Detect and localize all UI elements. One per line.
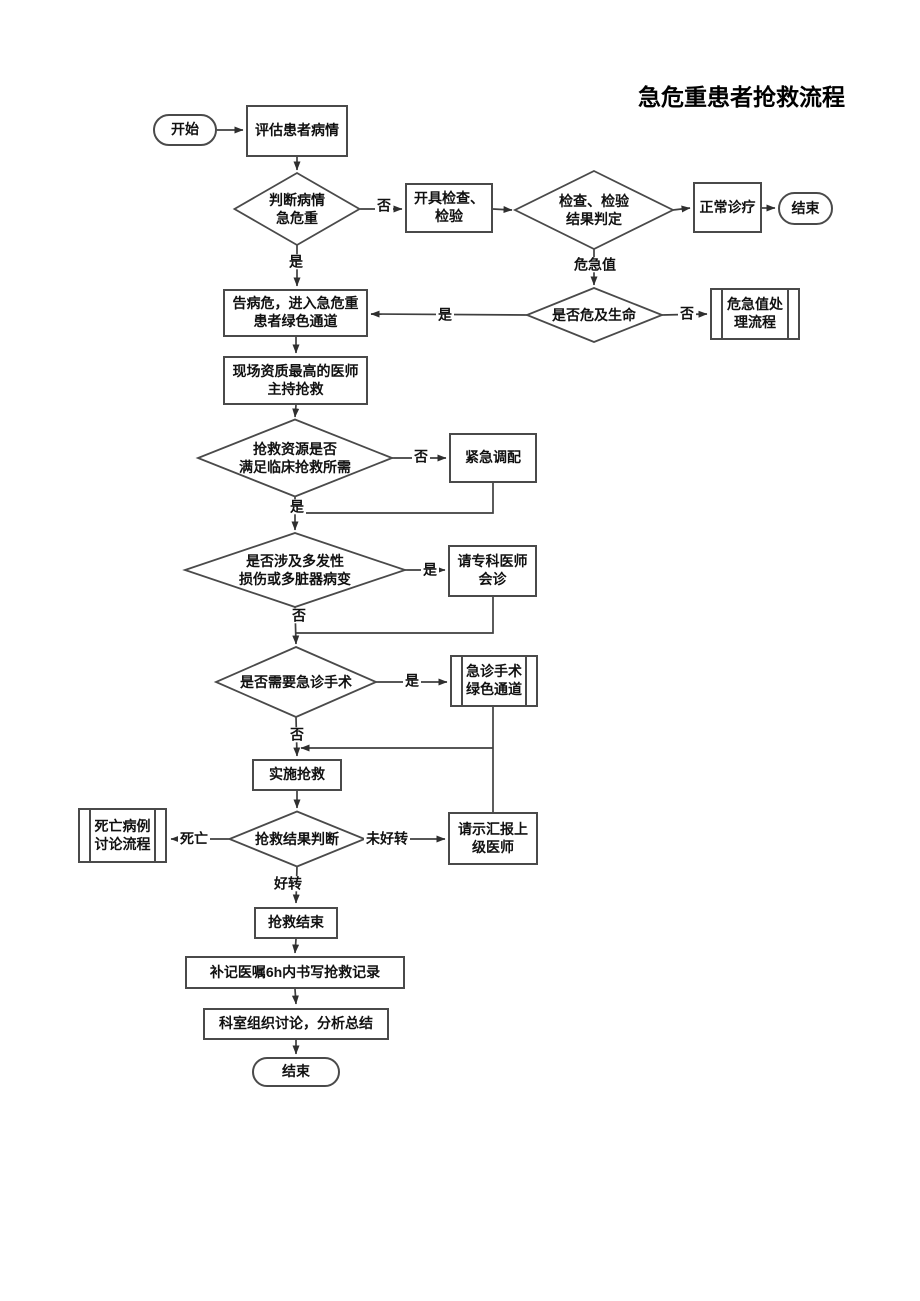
- diamond-result-judge-shape: [512, 169, 676, 251]
- node-perform-rescue-label: 实施抢救: [269, 766, 325, 783]
- edge-label-not-improved: 未好转: [364, 830, 410, 847]
- predef-bar-left: [461, 657, 463, 705]
- edge-record-discuss: [291, 988, 299, 1005]
- node-chief-doctor: 现场资质最高的医师 主持抢救: [223, 356, 368, 405]
- edge-label-resource-yes: 是: [288, 498, 306, 515]
- node-end-top: 结束: [778, 192, 833, 225]
- node-start-label: 开始: [171, 121, 199, 138]
- edge-label-severity-no: 否: [375, 197, 393, 214]
- predef-bar-right: [525, 657, 527, 705]
- edge-label-multi-no: 否: [290, 607, 308, 624]
- node-multi-check: 是否涉及多发性 损伤或多脏器病变: [239, 552, 351, 587]
- edge-label-surgery-yes: 是: [403, 672, 421, 689]
- node-green-channel: 告病危，进入急危重 患者绿色通道: [223, 289, 368, 337]
- edge-label-severity-yes: 是: [287, 253, 305, 270]
- node-department-discussion-label: 科室组织讨论，分析总结: [219, 1015, 373, 1032]
- edge-order-resultjudge: [492, 206, 513, 214]
- node-rescue-end-label: 抢救结束: [268, 914, 324, 931]
- node-end-bottom: 结束: [252, 1057, 340, 1087]
- node-resource-check: 抢救资源是否 满足临床抢救所需: [239, 440, 351, 475]
- diamond-resource-check-shape: [195, 418, 395, 498]
- edge-rescueend-record: [292, 938, 300, 954]
- node-emergency-dispatch-label: 紧急调配: [465, 449, 521, 466]
- node-green-channel-label: 告病危，进入急危重 患者绿色通道: [232, 295, 359, 329]
- node-surgery-green-channel: 急诊手术 绿色通道: [450, 655, 538, 707]
- predef-bar-left: [721, 290, 723, 338]
- node-critical-value-process-label: 危急值处 理流程: [727, 296, 783, 330]
- edge-chief-resource: [292, 404, 300, 418]
- node-report-senior-label: 请示汇报上 级医师: [458, 820, 528, 855]
- node-department-discussion: 科室组织讨论，分析总结: [203, 1008, 389, 1040]
- node-death-case-process: 死亡病例 讨论流程: [78, 808, 167, 863]
- diamond-surgery-check-shape: [213, 646, 379, 718]
- page-title: 急危重患者抢救流程: [638, 84, 845, 110]
- node-record-orders-label: 补记医嘱6h内书写抢救记录: [209, 963, 381, 980]
- predef-bar-right: [787, 290, 789, 338]
- edge-label-surgery-no: 否: [288, 726, 306, 743]
- node-result-check: 抢救结果判断: [255, 830, 339, 847]
- node-judge-severity: 判断病情 急危重: [269, 191, 325, 226]
- edge-label-critical-value: 危急值: [572, 256, 618, 273]
- node-rescue-end: 抢救结束: [254, 907, 338, 939]
- edge-label-death: 死亡: [178, 830, 210, 847]
- diamond-multi-check-shape: [182, 532, 408, 608]
- node-end-bottom-label: 结束: [282, 1063, 310, 1080]
- node-order-tests: 开具检查、 检验: [405, 183, 493, 233]
- diamond-life-threat-shape: [524, 287, 665, 343]
- node-assess-patient: 评估患者病情: [246, 105, 348, 157]
- node-chief-doctor-label: 现场资质最高的医师 主持抢救: [232, 362, 359, 397]
- diamond-judge-severity-shape: [232, 171, 362, 247]
- edge-consult-merge: [296, 597, 494, 634]
- node-normal-care-label: 正常诊疗: [699, 198, 756, 215]
- node-death-case-process-label: 死亡病例 讨论流程: [94, 817, 151, 852]
- diamond-result-check-shape: [227, 810, 367, 868]
- edge-label-life-yes: 是: [436, 306, 454, 323]
- node-critical-value-process: 危急值处 理流程: [710, 288, 800, 340]
- node-specialist-consult-label: 请专科医师 会诊: [457, 553, 528, 587]
- node-normal-care: 正常诊疗: [693, 182, 762, 233]
- predef-bar-right: [154, 810, 156, 861]
- node-record-orders: 补记医嘱6h内书写抢救记录: [185, 956, 405, 989]
- predef-bar-left: [89, 810, 91, 861]
- node-specialist-consult: 请专科医师 会诊: [448, 545, 537, 597]
- node-end-top-label: 结束: [791, 199, 820, 216]
- node-surgery-green-channel-label: 急诊手术 绿色通道: [466, 663, 522, 697]
- edge-dispatch-merge: [295, 483, 494, 514]
- node-perform-rescue: 实施抢救: [252, 759, 342, 791]
- node-start: 开始: [153, 114, 217, 146]
- node-assess-label: 评估患者病情: [255, 122, 339, 139]
- node-life-threat-check: 是否危及生命: [552, 306, 636, 323]
- edge-resultjudge-normal: [672, 205, 691, 213]
- edge-label-life-no: 否: [678, 305, 696, 322]
- edge-label-multi-yes: 是: [421, 561, 439, 578]
- node-order-tests-label: 开具检查、 检验: [414, 190, 484, 224]
- edge-label-improved: 好转: [272, 875, 304, 892]
- node-surgery-check: 是否需要急诊手术: [240, 673, 352, 690]
- node-result-judge: 检查、检验 结果判定: [559, 192, 629, 227]
- node-emergency-dispatch: 紧急调配: [449, 433, 537, 483]
- edge-label-resource-no: 否: [412, 448, 430, 465]
- node-report-senior: 请示汇报上 级医师: [448, 812, 538, 865]
